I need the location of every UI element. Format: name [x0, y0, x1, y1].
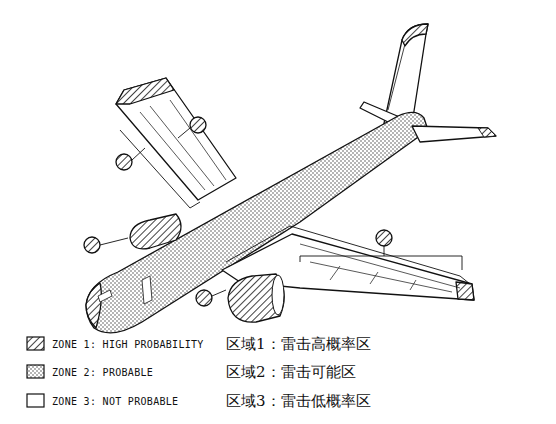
zone-translation: 区域3：雷击低概率区 — [226, 392, 371, 411]
legend-label: ZONE 1: HIGH PROBABILITY — [52, 339, 204, 350]
zone-translation: 区域2：雷击可能区 — [226, 363, 356, 382]
fuselage — [86, 112, 428, 332]
stabilizer — [412, 126, 496, 142]
engine-nacelle — [228, 274, 284, 322]
wing-tip — [116, 78, 174, 104]
wing-tip — [456, 282, 474, 300]
zone-marker — [84, 117, 462, 306]
far-wing — [116, 78, 236, 200]
zone-translation: 区域1：雷击高概率区 — [226, 335, 371, 354]
legend-label: ZONE 3: NOT PROBABLE — [52, 396, 178, 407]
legend-label: ZONE 2: PROBABLE — [52, 367, 153, 378]
legend-swatch — [26, 393, 46, 409]
engine-nacelle — [130, 214, 181, 249]
legend-swatch — [26, 364, 46, 380]
nose-radome — [86, 283, 101, 328]
tail-tip — [402, 24, 428, 46]
legend-swatch — [26, 336, 46, 352]
